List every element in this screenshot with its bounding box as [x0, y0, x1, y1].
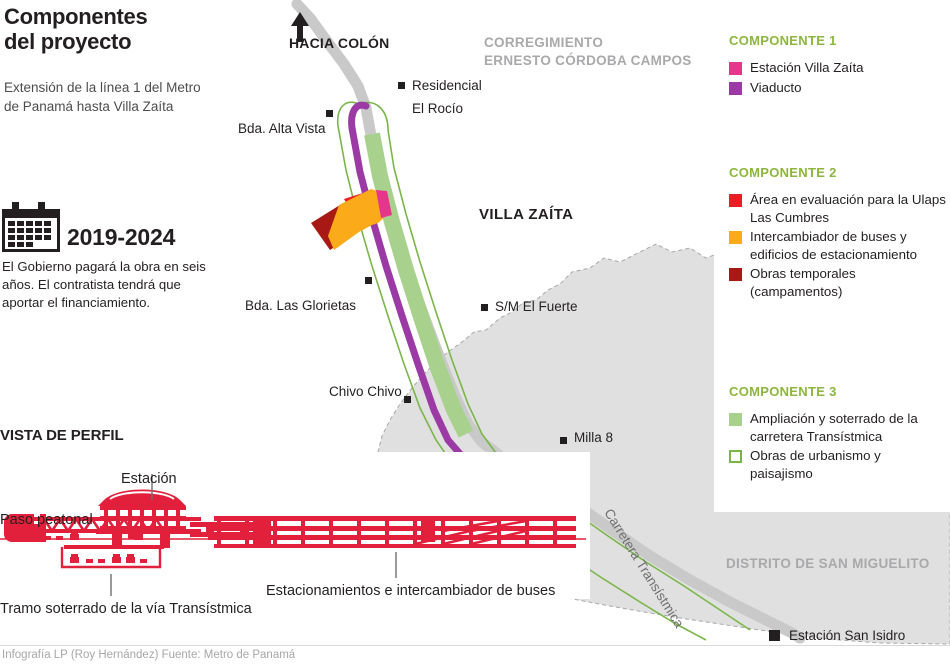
legend-item[interactable]: Obras temporales (campamentos)	[729, 265, 947, 300]
marker-sm-el-fuerte	[481, 304, 488, 311]
legend-swatch-temporary-works	[729, 268, 742, 282]
place-label-chivo-chivo: Chivo Chivo	[329, 384, 402, 399]
marker-bda-las-glorietas	[365, 277, 372, 284]
place-label-residencial-el-rocio-1: Residencial	[412, 78, 482, 93]
page-title-line2: del proyecto	[4, 29, 132, 55]
legend-heading-1: COMPONENTE 1	[729, 33, 837, 48]
place-label-bda-alta-vista: Bda. Alta Vista	[238, 121, 326, 136]
district-label-san-miguelito: DISTRITO DE SAN MIGUELITO	[726, 556, 930, 571]
profile-label-parking: Estacionamientos e intercambiador de bus…	[266, 583, 556, 599]
legend-label: Obras temporales (campamentos)	[750, 266, 856, 299]
legend-item[interactable]: Obras de urbanismo y paisajismo	[729, 447, 947, 482]
legend-label: Estación Villa Zaíta	[750, 60, 864, 75]
urbanism-outline-east	[358, 101, 751, 631]
profile-backdrop-lower	[0, 596, 300, 626]
legend-group-componente-1: COMPONENTE 1 Estación Villa Zaíta Viaduc…	[729, 33, 947, 98]
timeline-years: 2019-2024	[67, 224, 176, 250]
legend-panel: COMPONENTE 1 Estación Villa Zaíta Viaduc…	[714, 0, 950, 512]
page-subtitle: Extensión de la línea 1 del Metro de Pan…	[4, 80, 201, 115]
legend-item[interactable]: Estación Villa Zaíta	[729, 59, 947, 77]
estacion-villa-zaita-shape	[376, 190, 392, 218]
legend-heading-3: COMPONENTE 3	[729, 384, 837, 399]
marker-chivo-chivo	[404, 396, 411, 403]
legend-swatch-urbanism-works	[729, 450, 742, 464]
legend-item[interactable]: Área en evaluación para la Ulaps Las Cum…	[729, 191, 947, 226]
legend-swatch-viaducto	[729, 81, 742, 95]
legend-label: Área en evaluación para la Ulaps Las Cum…	[750, 192, 946, 225]
viaduct-line	[348, 101, 482, 474]
legend-label: Obras de urbanismo y paisajismo	[750, 448, 881, 481]
marker-residencial-el-rocio	[398, 82, 405, 89]
place-label-residencial-el-rocio-2: El Rocío	[412, 101, 464, 116]
profile-label-underground: Tramo soterrado de la vía Transístmica	[0, 601, 252, 617]
profile-heading: VISTA DE PERFIL	[0, 427, 124, 444]
legend-item[interactable]: Viaducto	[729, 79, 947, 97]
legend-group-componente-2: COMPONENTE 2 Área en evaluación para la …	[729, 165, 947, 302]
legend-label: Intercambiador de buses y edificios de e…	[750, 229, 918, 262]
legend-label: Viaducto	[750, 79, 802, 95]
place-label-bda-las-glorietas: Bda. Las Glorietas	[245, 298, 357, 313]
calendar-icon	[2, 202, 60, 252]
north-arrow-icon	[291, 12, 309, 42]
corridor-widening-band	[364, 132, 474, 438]
bus-interchange-area	[328, 189, 386, 250]
area-label-villa-zaita: VILLA ZAÍTA	[479, 206, 574, 223]
legend-swatch-ulaps-area	[729, 194, 742, 207]
timeline-note: El Gobierno pagará la obra en seis años.…	[2, 259, 206, 310]
footer-credit: Infografía LP (Roy Hernández) Fuente: Me…	[2, 649, 296, 661]
profile-label-station: Estación	[121, 471, 177, 487]
legend-swatch-corridor-widening	[729, 413, 742, 426]
corregimiento-label-1: CORREGIMIENTO	[484, 35, 604, 50]
marker-estacion-san-isidro	[769, 630, 780, 641]
place-label-milla-8: Milla 8	[574, 430, 614, 445]
legend-item[interactable]: Ampliación y soterrado de la carretera T…	[729, 410, 947, 445]
profile-diagram	[0, 474, 586, 596]
profile-backdrop	[0, 452, 590, 599]
place-label-estacion-san-isidro: Estación San Isidro	[789, 628, 906, 643]
map-direction-label: HACIA COLÓN	[289, 35, 390, 51]
marker-bda-alta-vista	[326, 110, 333, 117]
corregimiento-label-2: ERNESTO CÓRDOBA CAMPOS	[484, 53, 692, 68]
legend-label: Ampliación y soterrado de la carretera T…	[750, 411, 918, 444]
footer-divider	[0, 645, 950, 646]
legend-group-componente-3: COMPONENTE 3 Ampliación y soterrado de l…	[729, 384, 947, 484]
legend-swatch-estacion-villa-zaita	[729, 62, 742, 75]
page-title-line1: Componentes	[4, 4, 148, 29]
page-title: Componentes del proyecto	[4, 4, 219, 54]
timeline-block: 2019-2024 El Gobierno pagará la obra en …	[2, 202, 217, 311]
marker-milla-8	[560, 437, 567, 444]
legend-heading-2: COMPONENTE 2	[729, 165, 837, 180]
profile-label-pedestrian-crossing: Paso peatonal	[0, 512, 93, 528]
place-label-sm-el-fuerte: S/M El Fuerte	[495, 299, 578, 314]
legend-swatch-bus-interchange	[729, 231, 742, 245]
legend-item[interactable]: Intercambiador de buses y edificios de e…	[729, 228, 947, 263]
